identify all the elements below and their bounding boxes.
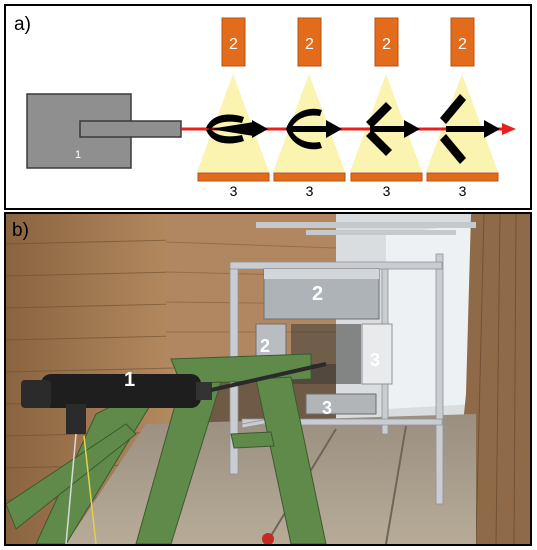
light-bar-4	[426, 172, 499, 182]
light-bar-3	[350, 172, 423, 182]
injector-device: 1	[26, 93, 182, 169]
camera-label-4: 2	[458, 36, 467, 53]
photo-label-injector: 1	[124, 369, 135, 391]
light-label-3: 3	[383, 183, 391, 199]
injector-photo	[21, 362, 327, 434]
jet-stage-3	[366, 102, 420, 156]
top-camera-box	[263, 268, 380, 320]
panel-a-label: a)	[14, 14, 31, 35]
red-valve	[262, 533, 274, 544]
camera-4: 2	[450, 17, 475, 67]
jet-stage-4	[440, 94, 500, 164]
camera-2: 2	[297, 17, 322, 67]
light-label-2: 3	[306, 183, 314, 199]
light-bar-2	[273, 172, 346, 182]
side-light-panel	[361, 323, 393, 385]
light-label-4: 3	[459, 183, 467, 199]
jet-stage-2	[286, 108, 342, 150]
camera-label-1: 2	[229, 36, 238, 53]
photo-label-side-light: 3	[370, 350, 380, 370]
camera-3: 2	[374, 17, 399, 67]
light-cone-1	[197, 74, 269, 172]
jet-stage-1	[206, 114, 268, 144]
light-cone-3	[350, 74, 422, 172]
light-label-1: 3	[230, 183, 238, 199]
schematic-diagram: 2 2 2 2 3 3 3 3 1	[26, 17, 516, 199]
green-stand	[6, 353, 327, 544]
light-bar-1	[197, 172, 270, 182]
photo-label-top-camera: 2	[312, 283, 323, 305]
light-cone-4	[426, 74, 498, 172]
camera-label-2: 2	[305, 36, 314, 53]
device-label: 1	[75, 149, 81, 161]
panel-a-schematic: a) 2 2 2 2 3 3 3 3	[4, 4, 532, 210]
photo-label-bottom-light: 3	[322, 398, 332, 418]
photo-label-side-camera: 2	[260, 336, 270, 356]
camera-1: 2	[221, 17, 246, 67]
setup-photograph: 1 2 2 3 3	[6, 214, 530, 544]
panel-b-label: b)	[12, 220, 29, 241]
camera-label-3: 2	[382, 36, 391, 53]
light-cone-2	[273, 74, 345, 172]
bottom-light-panel	[305, 393, 377, 415]
panel-b-photo: b)	[4, 212, 532, 546]
